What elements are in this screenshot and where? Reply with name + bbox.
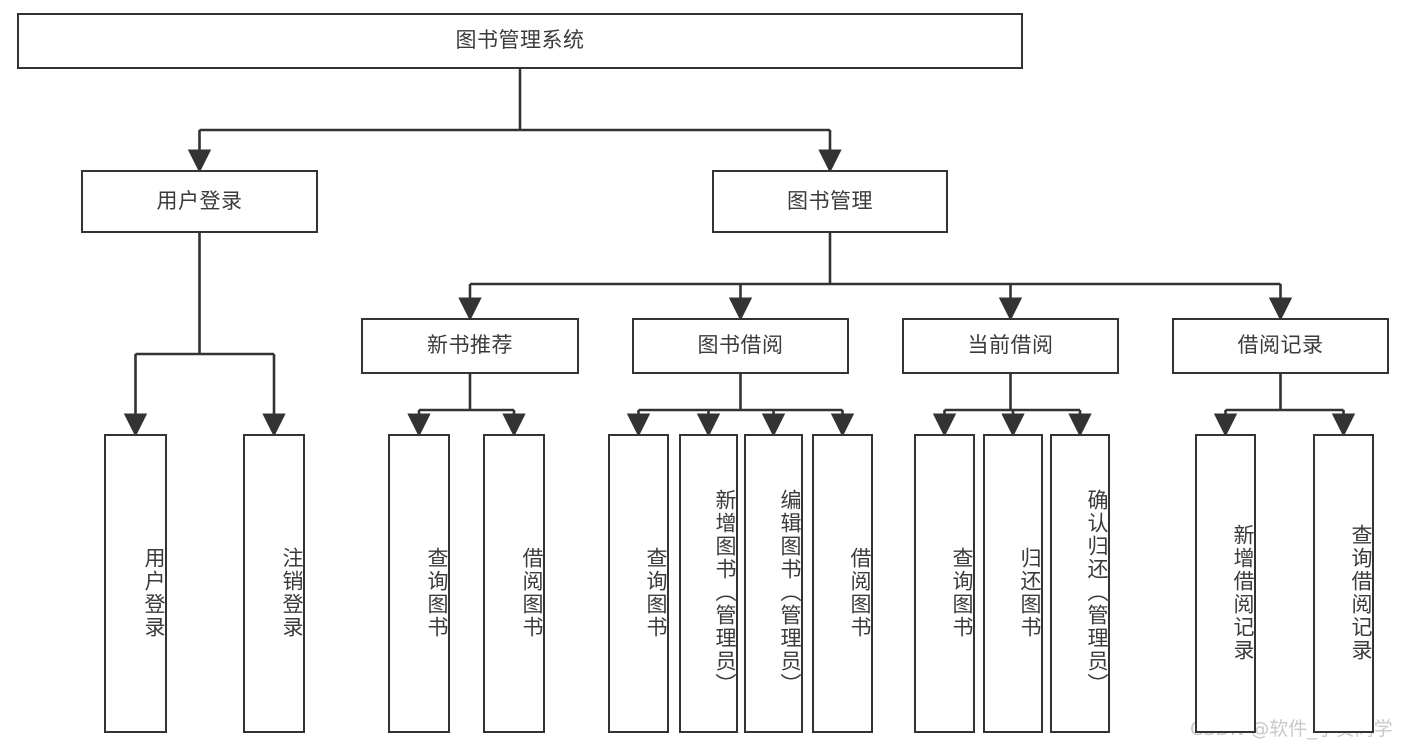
node-label: 图书管理 (787, 188, 873, 213)
node-label: 查询图书 (950, 546, 974, 639)
node-book-borrow[interactable]: 图书借阅 (632, 318, 849, 374)
node-user-login[interactable]: 用户登录 (81, 170, 318, 233)
node-label: 注销登录 (280, 546, 304, 639)
node-label: 用户登录 (142, 546, 166, 639)
node-label: 查询借阅记录 (1349, 523, 1373, 662)
node-leaf-add-book[interactable]: 新增图书（管理员） (679, 434, 738, 733)
node-leaf-confirm-return[interactable]: 确认归还（管理员） (1050, 434, 1110, 733)
node-leaf-query-book-3[interactable]: 查询图书 (914, 434, 975, 733)
node-leaf-edit-book[interactable]: 编辑图书（管理员） (744, 434, 803, 733)
node-leaf-user-login[interactable]: 用户登录 (104, 434, 167, 733)
node-leaf-return-book[interactable]: 归还图书 (983, 434, 1043, 733)
node-root[interactable]: 图书管理系统 (17, 13, 1023, 69)
node-new-book-rec[interactable]: 新书推荐 (361, 318, 579, 374)
node-leaf-borrow-book-1[interactable]: 借阅图书 (483, 434, 545, 733)
node-label: 图书借阅 (697, 333, 784, 358)
node-leaf-borrow-book-2[interactable]: 借阅图书 (812, 434, 873, 733)
node-leaf-query-book-2[interactable]: 查询图书 (608, 434, 669, 733)
node-book-manage[interactable]: 图书管理 (712, 170, 948, 233)
node-label: 借阅图书 (848, 546, 872, 639)
node-label: 查询图书 (644, 546, 668, 639)
node-label: 借阅记录 (1237, 333, 1324, 358)
node-label: 用户登录 (156, 188, 243, 213)
node-label: 当前借阅 (967, 333, 1054, 358)
node-label: 借阅图书 (520, 546, 544, 639)
node-label: 图书管理系统 (455, 28, 585, 53)
node-leaf-query-book-1[interactable]: 查询图书 (388, 434, 450, 733)
node-label: 确认归还（管理员） (1085, 489, 1109, 696)
node-borrow-record[interactable]: 借阅记录 (1172, 318, 1389, 374)
node-label: 新书推荐 (427, 333, 513, 358)
node-label: 新增借阅记录 (1231, 523, 1255, 662)
node-label: 新增图书（管理员） (713, 489, 737, 696)
node-label: 归还图书 (1018, 546, 1042, 639)
node-leaf-add-record[interactable]: 新增借阅记录 (1195, 434, 1256, 733)
node-leaf-query-record[interactable]: 查询借阅记录 (1313, 434, 1374, 733)
node-label: 查询图书 (425, 546, 449, 639)
node-leaf-logout[interactable]: 注销登录 (243, 434, 305, 733)
node-current-borrow[interactable]: 当前借阅 (902, 318, 1119, 374)
node-label: 编辑图书（管理员） (778, 489, 802, 696)
